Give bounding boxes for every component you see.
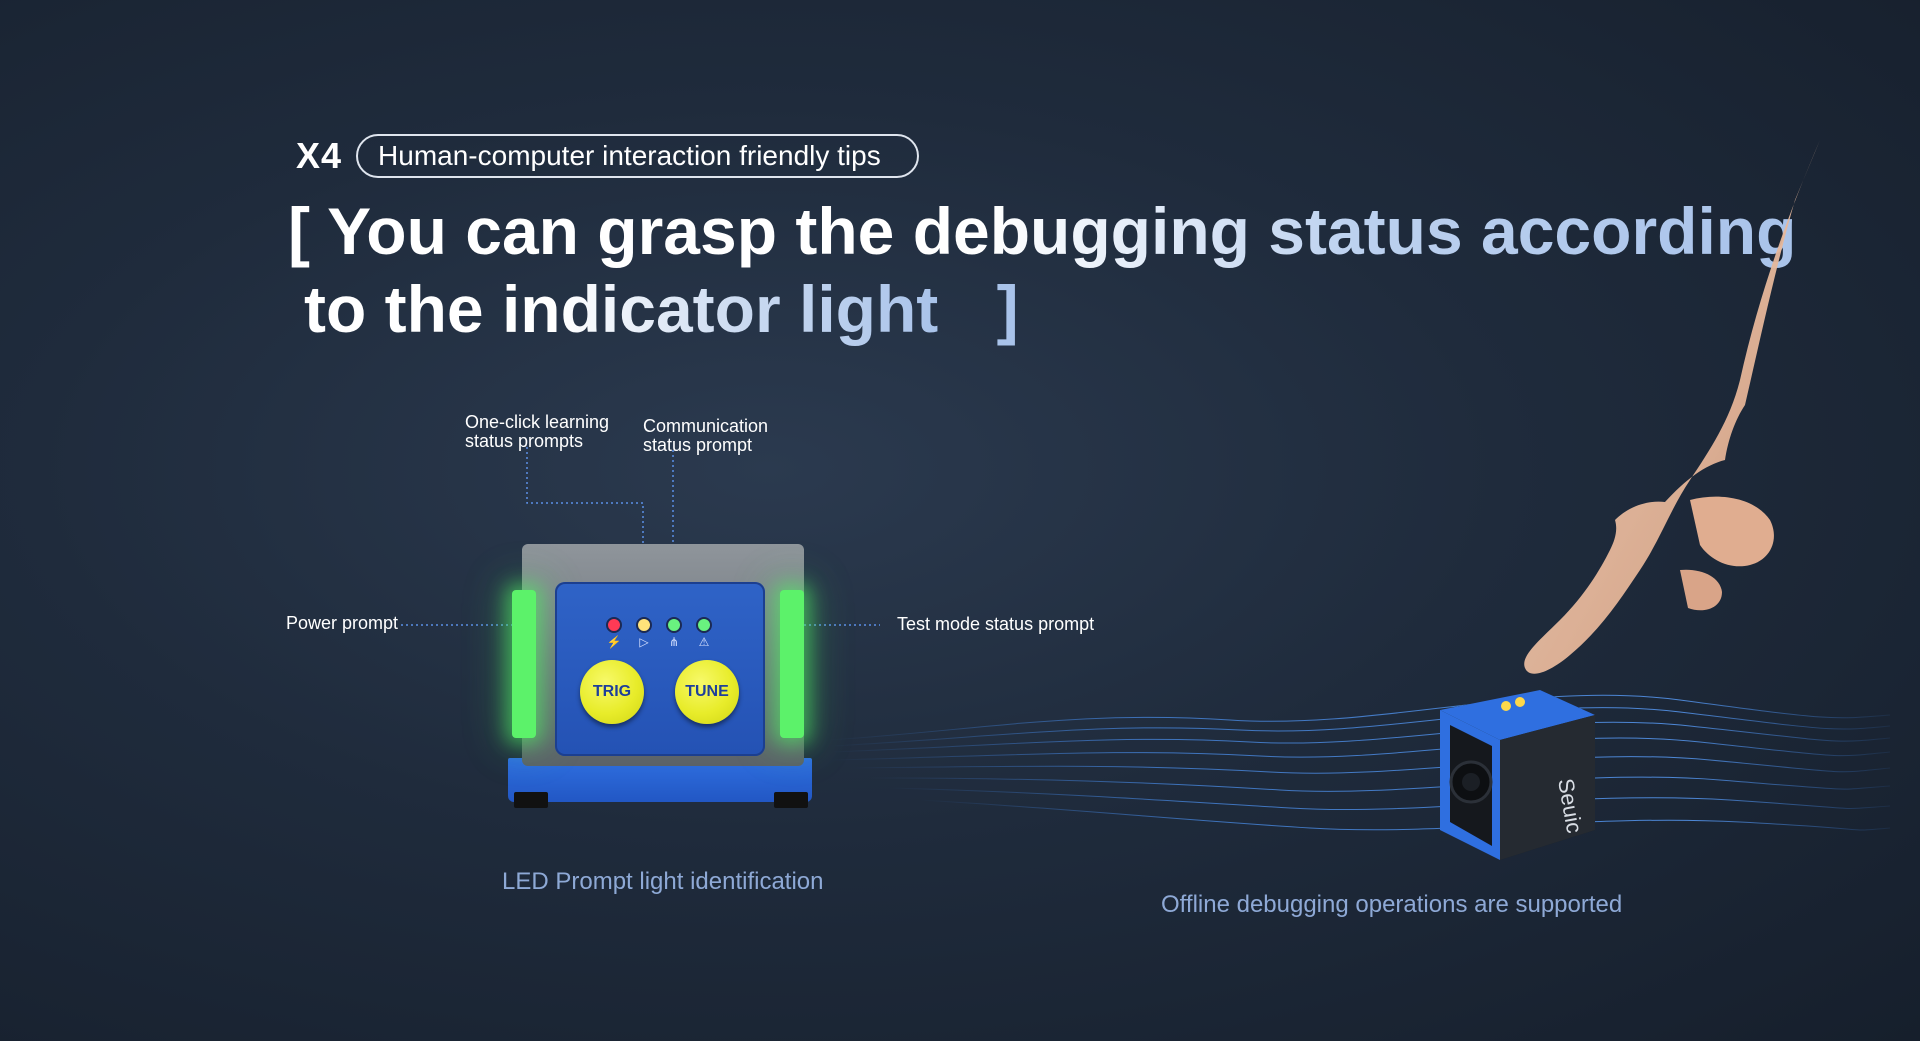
headline: [ You can grasp the debugging status acc… <box>288 192 1796 348</box>
trig-button[interactable]: TRIG <box>580 660 644 724</box>
device-foot-left <box>514 792 548 808</box>
learning-label-line2: status prompts <box>465 431 584 451</box>
communication-label-line2: status prompt <box>643 435 753 455</box>
communication-label-line1: Communication <box>643 416 769 436</box>
caption-led: LED Prompt light identification <box>502 868 824 895</box>
headline-line-2: to the indicator light <box>304 272 939 346</box>
test-mode-led <box>696 617 712 633</box>
communication-label: Communication status prompt <box>643 417 768 455</box>
power-label: Power prompt <box>286 613 399 633</box>
learning-label: One-click learning status prompts <box>465 413 609 451</box>
led-device: ⚡ ▷ ⋔ ⚠ TRIG TUNE <box>500 540 820 820</box>
power-led <box>606 617 622 633</box>
tune-button[interactable]: TUNE <box>675 660 739 724</box>
section-pill: Human-computer interaction friendly tips <box>356 134 919 178</box>
learning-led <box>636 617 652 633</box>
camera-device: Seuic <box>1440 690 1595 860</box>
network-icon: ⋔ <box>668 635 680 649</box>
headline-bracket-close: ] <box>996 272 1019 346</box>
side-led-left <box>512 590 536 738</box>
section-code: X4 <box>296 135 343 176</box>
learning-label-line1: One-click learning <box>465 412 610 432</box>
device-panel <box>555 582 765 756</box>
headline-line-1: You can grasp the debugging status accor… <box>327 194 1797 268</box>
play-icon: ▷ <box>639 635 649 649</box>
warning-icon: ⚠ <box>698 635 710 649</box>
caption-offline: Offline debugging operations are support… <box>1161 891 1623 918</box>
communication-led <box>666 617 682 633</box>
power-icon: ⚡ <box>606 635 622 649</box>
device-foot-right <box>774 792 808 808</box>
hand-illustration <box>1524 140 1820 674</box>
headline-bracket-open: [ <box>288 194 310 268</box>
test-mode-label: Test mode status prompt <box>897 614 1095 634</box>
side-led-right <box>780 590 804 738</box>
section-badge: X4 Human-computer interaction friendly t… <box>296 134 919 178</box>
